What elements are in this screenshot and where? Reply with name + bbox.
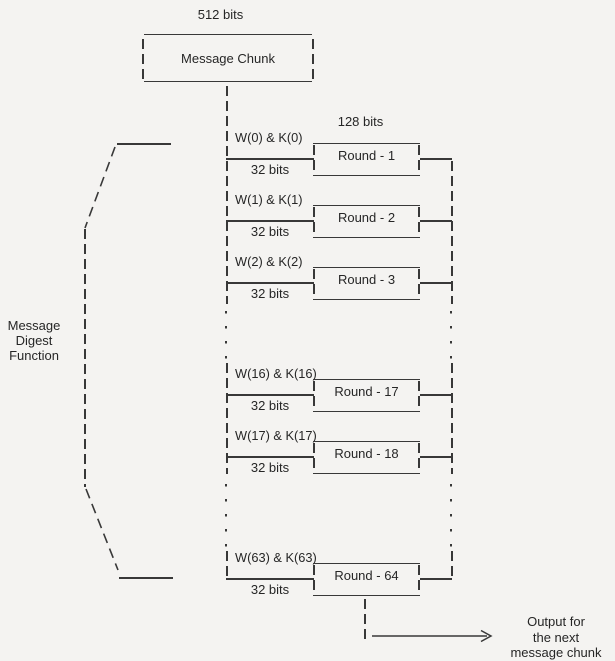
output-caption: Output for the next message chunk [503,614,609,661]
left-rail-segment [226,363,228,474]
left-rail-segment [226,86,228,304]
bits-label: 32 bits [250,398,290,413]
w-k-label: W(1) & K(1) [235,192,303,207]
round-box-right-edge [418,269,420,298]
mdf-label-line: Message [7,318,61,333]
message-chunk-box-right-edge [312,39,314,81]
message-chunk-box: Message Chunk [142,34,314,82]
brace-bottom-line [119,577,173,579]
mdf-label-line: Digest [15,333,53,348]
left-rail-segment [226,551,228,580]
round-block: W(1) & K(1) 32 bits Round - 2 [0,192,615,239]
bits-label: 32 bits [250,460,290,475]
round-box [313,441,420,474]
output-caption-line: message chunk [510,645,602,660]
chain-connector-line [420,578,452,580]
ellipsis-dots-left [225,484,228,547]
w-k-label: W(2) & K(2) [235,254,303,269]
output-drop-line [364,599,366,643]
output-caption-line: Output for [527,614,585,629]
output-caption-line: the next [532,629,580,645]
round-block: W(16) & K(16) 32 bits Round - 17 [0,366,615,413]
round-block: W(17) & K(17) 32 bits Round - 18 [0,428,615,475]
bits-512-label: 512 bits [197,7,244,22]
bits-label: 32 bits [250,224,290,239]
round-box-right-edge [418,145,420,174]
round-box [313,205,420,238]
round-box-left-edge [313,381,315,410]
chain-connector-line [420,456,452,458]
ellipsis-dots-left [225,311,228,359]
brace-top-line [117,143,171,145]
round-box-right-edge [418,381,420,410]
ellipsis-dots-right [450,484,453,547]
chain-connector-line [420,282,452,284]
round-box-right-edge [418,443,420,472]
round-block: W(63) & K(63) 32 bits Round - 64 [0,550,615,597]
bits-label: 32 bits [250,582,290,597]
input-channel-line [226,158,314,160]
round-label: Round - 3 [337,272,396,287]
brace-vertical-line [84,229,86,487]
ellipsis-dots-right [450,311,453,359]
message-chunk-label: Message Chunk [181,51,275,66]
right-rail-segment [451,363,453,474]
round-block: W(0) & K(0) 32 bits Round - 1 [0,130,615,177]
w-k-label: W(16) & K(16) [235,366,317,381]
round-block: W(2) & K(2) 32 bits Round - 3 [0,254,615,301]
chain-connector-line [420,158,452,160]
round-box-left-edge [313,443,315,472]
round-label: Round - 18 [334,446,399,461]
output-arrow-icon [372,629,493,643]
message-chunk-box-left-edge [142,39,144,81]
input-channel-line [226,456,314,458]
input-channel-line [226,220,314,222]
right-rail-segment [451,161,453,304]
bits-128-label: 128 bits [337,114,384,129]
round-box [313,143,420,176]
round-box-left-edge [313,565,315,594]
input-channel-line [226,578,314,580]
w-k-label: W(0) & K(0) [235,130,303,145]
input-channel-line [226,394,314,396]
message-digest-function-label: Message Digest Function [0,318,68,363]
round-box-right-edge [418,207,420,236]
bits-label: 32 bits [250,286,290,301]
chain-connector-line [420,394,452,396]
round-box-right-edge [418,565,420,594]
round-label: Round - 1 [337,148,396,163]
bits-label: 32 bits [250,162,290,177]
round-label: Round - 17 [334,384,399,399]
mdf-label-line: Function [9,348,59,363]
chain-connector-line [420,220,452,222]
round-box [313,379,420,412]
round-box [313,267,420,300]
round-box [313,563,420,596]
round-label: Round - 64 [334,568,399,583]
round-box-left-edge [313,207,315,236]
w-k-label: W(17) & K(17) [235,428,317,443]
input-channel-line [226,282,314,284]
round-box-left-edge [313,145,315,174]
round-box-left-edge [313,269,315,298]
right-rail-segment [451,551,453,579]
round-label: Round - 2 [337,210,396,225]
w-k-label: W(63) & K(63) [235,550,317,565]
